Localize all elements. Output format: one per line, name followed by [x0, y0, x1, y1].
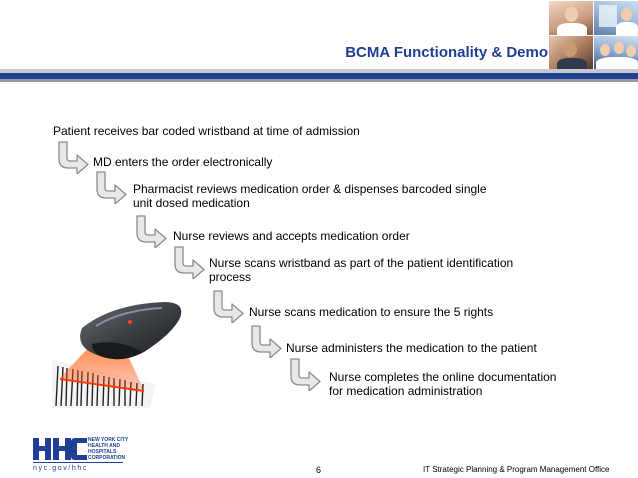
step-6-line-1: Nurse scans medication to ensure the 5 r…	[249, 305, 494, 319]
photo-doctor-xray	[593, 0, 638, 36]
step-3-line-1: Pharmacist reviews medication order & di…	[133, 182, 487, 196]
step-3-text: Pharmacist reviews medication order & di…	[133, 182, 487, 210]
barcode-scanner-image	[52, 302, 182, 408]
photo-medical-team	[593, 35, 638, 71]
step-7-text: Nurse administers the medication to the …	[286, 341, 537, 355]
step-5-line-1: Nurse scans wristband as part of the pat…	[209, 256, 514, 270]
step-4-line-1: Nurse reviews and accepts medication ord…	[173, 229, 410, 243]
step-6-text: Nurse scans medication to ensure the 5 r…	[249, 305, 493, 319]
header-band-shadow	[0, 79, 638, 82]
step-2-line-1: MD enters the order electronically	[93, 155, 273, 169]
footer-office-name: IT Strategic Planning & Program Manageme…	[423, 465, 610, 474]
step-4-text: Nurse reviews and accepts medication ord…	[173, 229, 410, 243]
step-8-line-2: for medication administration	[329, 384, 483, 398]
step-8-line-1: Nurse completes the online documentation	[329, 370, 557, 384]
logo-line-3: HOSPITALS	[88, 449, 117, 455]
step-5-line-2: process	[209, 270, 252, 284]
step-5-text: Nurse scans wristband as part of the pat…	[209, 256, 513, 284]
step-1-text: Patient receives bar coded wristband at …	[53, 124, 360, 138]
hhc-logo-icon	[33, 438, 87, 460]
page-number: 6	[316, 465, 322, 475]
step-2-arrow-icon	[94, 170, 128, 204]
step-3-line-2: unit dosed medication	[133, 196, 250, 210]
step-6-arrow-icon	[249, 324, 283, 358]
staff-photo-collage	[548, 0, 638, 71]
step-2-text: MD enters the order electronically	[93, 155, 272, 169]
header-band-blue	[0, 73, 638, 79]
step-1-line-1: Patient receives bar coded wristband at …	[53, 124, 360, 138]
photo-nurse	[548, 0, 594, 36]
logo-line-4: CORPORATION	[88, 455, 126, 461]
logo-line-1: NEW YORK CITY	[88, 437, 129, 443]
step-7-line-1: Nurse administers the medication to the …	[286, 341, 537, 355]
logo-divider	[33, 462, 123, 463]
step-8-text: Nurse completes the online documentation…	[329, 370, 556, 398]
step-3-arrow-icon	[134, 214, 168, 248]
slide-title: BCMA Functionality & Demo	[345, 44, 548, 61]
step-7-arrow-icon	[288, 357, 322, 391]
step-5-arrow-icon	[211, 289, 245, 323]
logo-wordmark: NEW YORK CITY HEALTH AND HOSPITALS CORPO…	[88, 437, 128, 461]
step-4-arrow-icon	[172, 245, 206, 279]
step-1-arrow-icon	[56, 140, 90, 174]
footer-url: nyc.gov/hhc	[33, 465, 88, 472]
photo-patient	[548, 35, 594, 71]
logo-line-2: HEALTH AND	[88, 443, 120, 449]
header-band-gray	[0, 69, 638, 73]
